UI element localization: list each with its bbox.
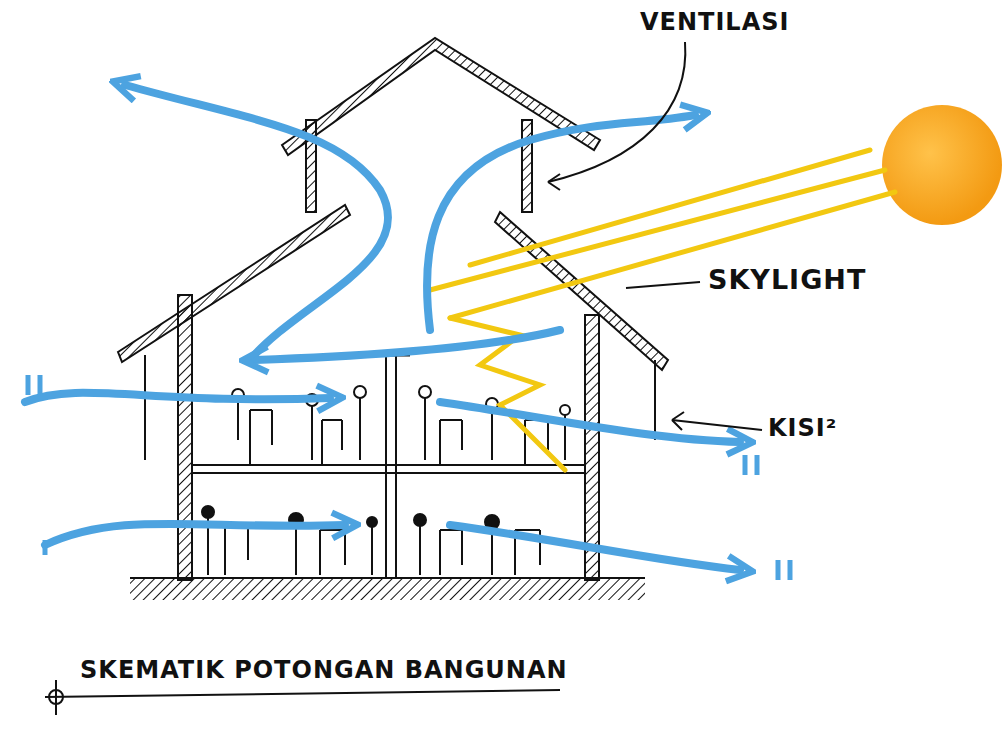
sun-rays (430, 150, 895, 470)
ground (130, 578, 645, 600)
flow-marks (28, 375, 790, 580)
leader-line (548, 42, 762, 430)
sun (882, 105, 1002, 225)
air-flow (25, 85, 740, 570)
caption-underline (45, 680, 560, 715)
wall (178, 295, 192, 580)
floor-slab (192, 465, 585, 473)
callout-label: KISI² (768, 414, 837, 442)
wall (585, 315, 599, 580)
roof (118, 205, 350, 362)
callout-label: SKYLIGHT (708, 264, 866, 295)
callout-label: VENTILASI (640, 8, 789, 36)
caption: SKEMATIK POTONGAN BANGUNAN (80, 656, 568, 684)
ventilation-post (522, 120, 532, 212)
